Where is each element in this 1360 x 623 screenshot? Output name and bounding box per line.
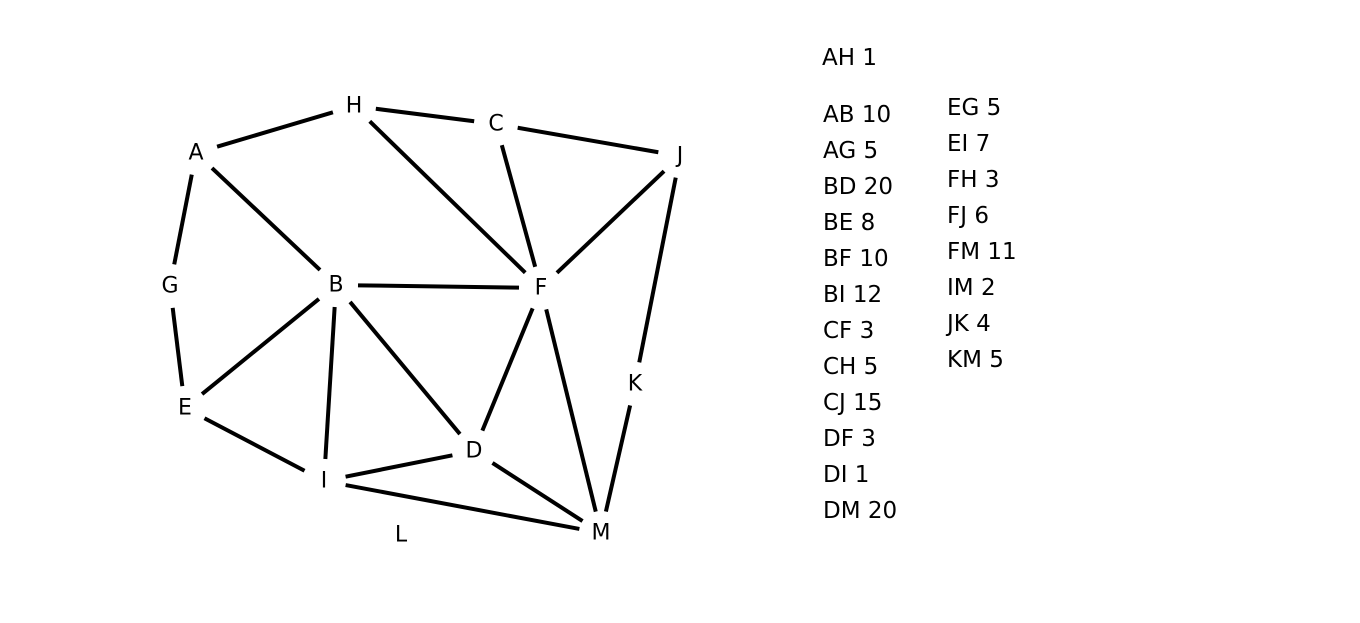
edge-weight-item: FH 3: [947, 167, 1000, 193]
edge-weight-item: CF 3: [823, 318, 875, 344]
edge-weight-item: KM 5: [947, 347, 1004, 373]
node-I: I: [321, 469, 328, 494]
edge-weight-item: FM 11: [947, 239, 1017, 265]
edge-AG: [172, 174, 194, 265]
node-G: G: [161, 274, 178, 299]
edge-weight-item: JK 4: [947, 311, 991, 337]
edge-HF: [368, 119, 527, 275]
node-K: K: [628, 372, 643, 397]
graph-nodes: A B C D E F G H I J K L M: [161, 94, 683, 548]
edge-weight-item: BF 10: [823, 246, 889, 272]
edge-AH: [216, 110, 334, 149]
edge-weight-item: EI 7: [947, 131, 991, 157]
edge-weight-list-top: AH 1: [822, 40, 877, 76]
node-M: M: [592, 521, 611, 546]
graph-edges: [170, 106, 678, 531]
edge-weight-item: AG 5: [823, 138, 879, 164]
edge-weight-item: DM 20: [823, 498, 898, 524]
edge-weight-item: CH 5: [823, 354, 879, 380]
node-L: L: [395, 523, 408, 548]
edge-weight-item: BD 20: [823, 174, 894, 200]
edge-DM: [491, 461, 584, 523]
edge-BF: [357, 283, 520, 290]
edge-weight-item: AB 10: [823, 102, 892, 128]
edge-FM: [544, 308, 598, 513]
edge-BI: [323, 306, 337, 460]
node-F: F: [535, 276, 548, 301]
node-J: J: [675, 144, 684, 169]
edge-JK: [637, 177, 678, 363]
edge-BD: [348, 300, 462, 436]
edge-ID: [345, 453, 453, 479]
edge-CJ: [517, 125, 659, 155]
edge-EI: [203, 416, 306, 473]
edge-weight-item: BI 12: [823, 282, 883, 308]
node-E: E: [178, 396, 192, 421]
edge-CF: [499, 144, 538, 268]
edge-AB: [210, 166, 322, 272]
edge-KM: [603, 405, 633, 512]
edge-BE: [200, 297, 321, 396]
edge-weight-item: CJ 15: [823, 390, 883, 416]
edge-weight-item: BE 8: [823, 210, 876, 236]
edge-weight-item: AH 1: [822, 45, 877, 71]
edge-weight-item: IM 2: [947, 275, 996, 301]
edge-weight-item: EG 5: [947, 95, 1002, 121]
node-A: A: [188, 141, 203, 166]
edge-JF: [555, 169, 666, 275]
node-H: H: [346, 94, 363, 119]
edge-IM: [345, 483, 580, 531]
edge-weight-item: DF 3: [823, 426, 876, 452]
node-C: C: [488, 112, 503, 137]
edge-GE: [170, 307, 185, 387]
edge-weight-list-col2: EG 5 EI 7 FH 3 FJ 6 FM 11 IM 2 JK 4 KM 5: [947, 90, 1017, 378]
edge-FD: [480, 307, 535, 432]
node-B: B: [328, 273, 343, 298]
node-D: D: [466, 439, 483, 464]
edge-weight-item: FJ 6: [947, 203, 989, 229]
edge-weight-list-col1: AB 10 AG 5 BD 20 BE 8 BF 10 BI 12 CF 3 CH 5 CJ 1…: [823, 97, 897, 529]
edge-HC: [375, 106, 475, 124]
edge-weight-item: DI 1: [823, 462, 870, 488]
